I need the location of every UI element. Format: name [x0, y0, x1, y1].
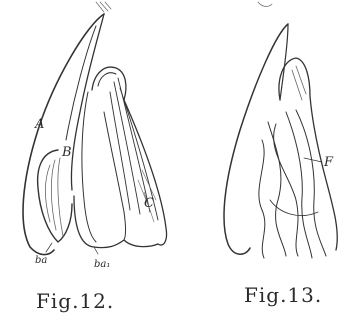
figure-12-drawing	[23, 2, 166, 255]
label-ba1: ba₁	[94, 259, 110, 270]
caption-fig-13: Fig.13.	[244, 283, 322, 307]
label-f: F	[323, 155, 334, 170]
label-b: B	[61, 145, 72, 160]
figure-13-drawing	[224, 2, 337, 258]
label-ba: ba	[35, 255, 47, 266]
caption-fig-12: Fig.12.	[36, 289, 114, 313]
label-c: C	[144, 196, 154, 211]
label-a: A	[34, 117, 44, 132]
